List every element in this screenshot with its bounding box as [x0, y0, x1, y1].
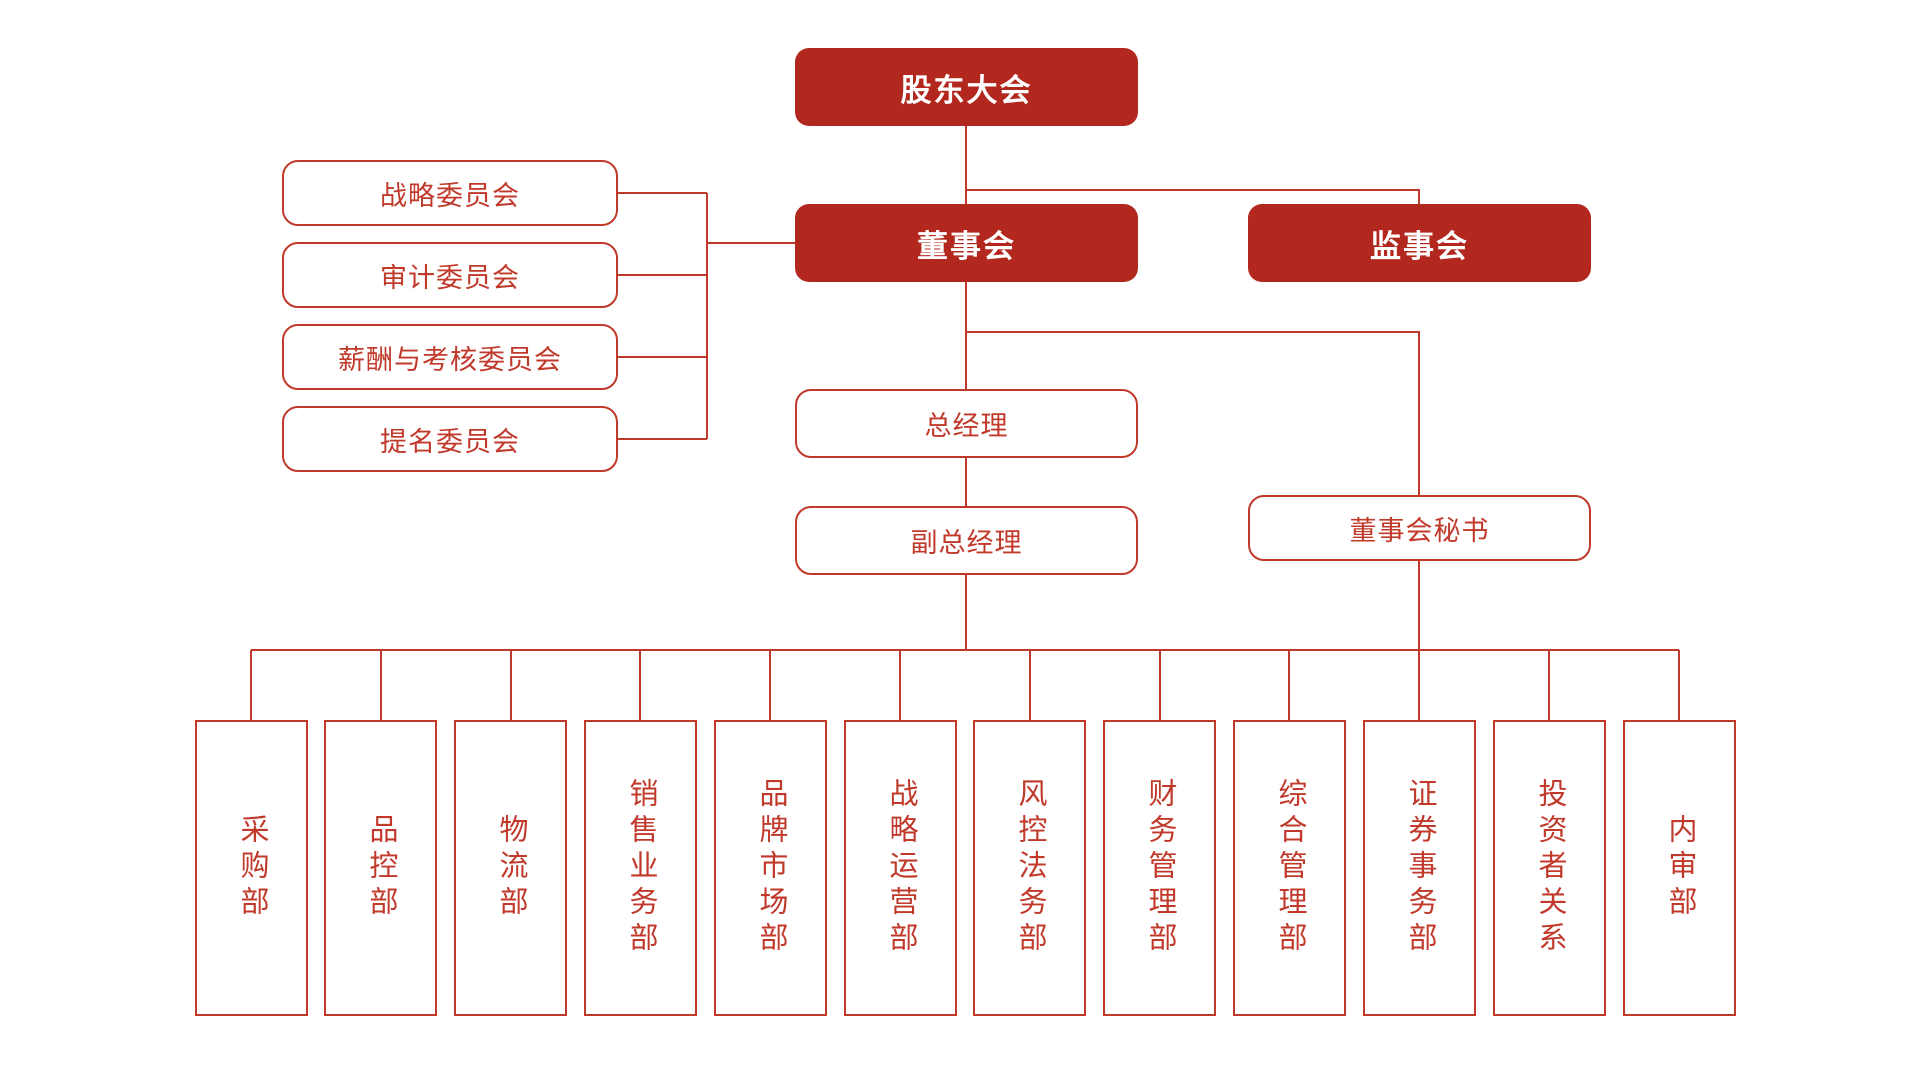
department-label: 风控法务部: [1014, 778, 1046, 958]
department-label: 综合管理部: [1274, 778, 1306, 958]
node-deputy-general-manager: 副总经理: [795, 506, 1138, 575]
department-box-risk-legal: 风控法务部: [973, 720, 1086, 1016]
node-supervisory-board: 监事会: [1248, 204, 1591, 282]
department-label: 内审部: [1664, 814, 1696, 922]
node-shareholders-meeting: 股东大会: [795, 48, 1138, 126]
department-label: 品牌市场部: [755, 778, 787, 958]
node-general-manager: 总经理: [795, 389, 1138, 458]
node-audit-committee: 审计委员会: [282, 242, 618, 308]
department-label: 采购部: [236, 814, 268, 922]
department-box-sales-business: 销售业务部: [584, 720, 697, 1016]
department-box-securities-affairs: 证券事务部: [1363, 720, 1476, 1016]
department-box-internal-audit: 内审部: [1623, 720, 1736, 1016]
department-box-procurement: 采购部: [195, 720, 308, 1016]
node-nomination-committee: 提名委员会: [282, 406, 618, 472]
department-label: 品控部: [365, 814, 397, 922]
node-remuneration-appraisal-committee: 薪酬与考核委员会: [282, 324, 618, 390]
department-label: 财务管理部: [1144, 778, 1176, 958]
department-label: 投资者关系: [1534, 778, 1566, 958]
node-strategy-committee: 战略委员会: [282, 160, 618, 226]
department-box-quality-control: 品控部: [324, 720, 437, 1016]
department-label: 证券事务部: [1404, 778, 1436, 958]
department-box-investor-relations: 投资者关系: [1493, 720, 1606, 1016]
node-board-of-directors: 董事会: [795, 204, 1138, 282]
department-label: 销售业务部: [625, 778, 657, 958]
department-box-strategy-operations: 战略运营部: [844, 720, 957, 1016]
department-box-logistics: 物流部: [454, 720, 567, 1016]
node-board-secretary: 董事会秘书: [1248, 495, 1591, 561]
department-box-general-management: 综合管理部: [1233, 720, 1346, 1016]
department-label: 战略运营部: [885, 778, 917, 958]
department-box-brand-marketing: 品牌市场部: [714, 720, 827, 1016]
department-box-finance-management: 财务管理部: [1103, 720, 1216, 1016]
department-label: 物流部: [495, 814, 527, 922]
